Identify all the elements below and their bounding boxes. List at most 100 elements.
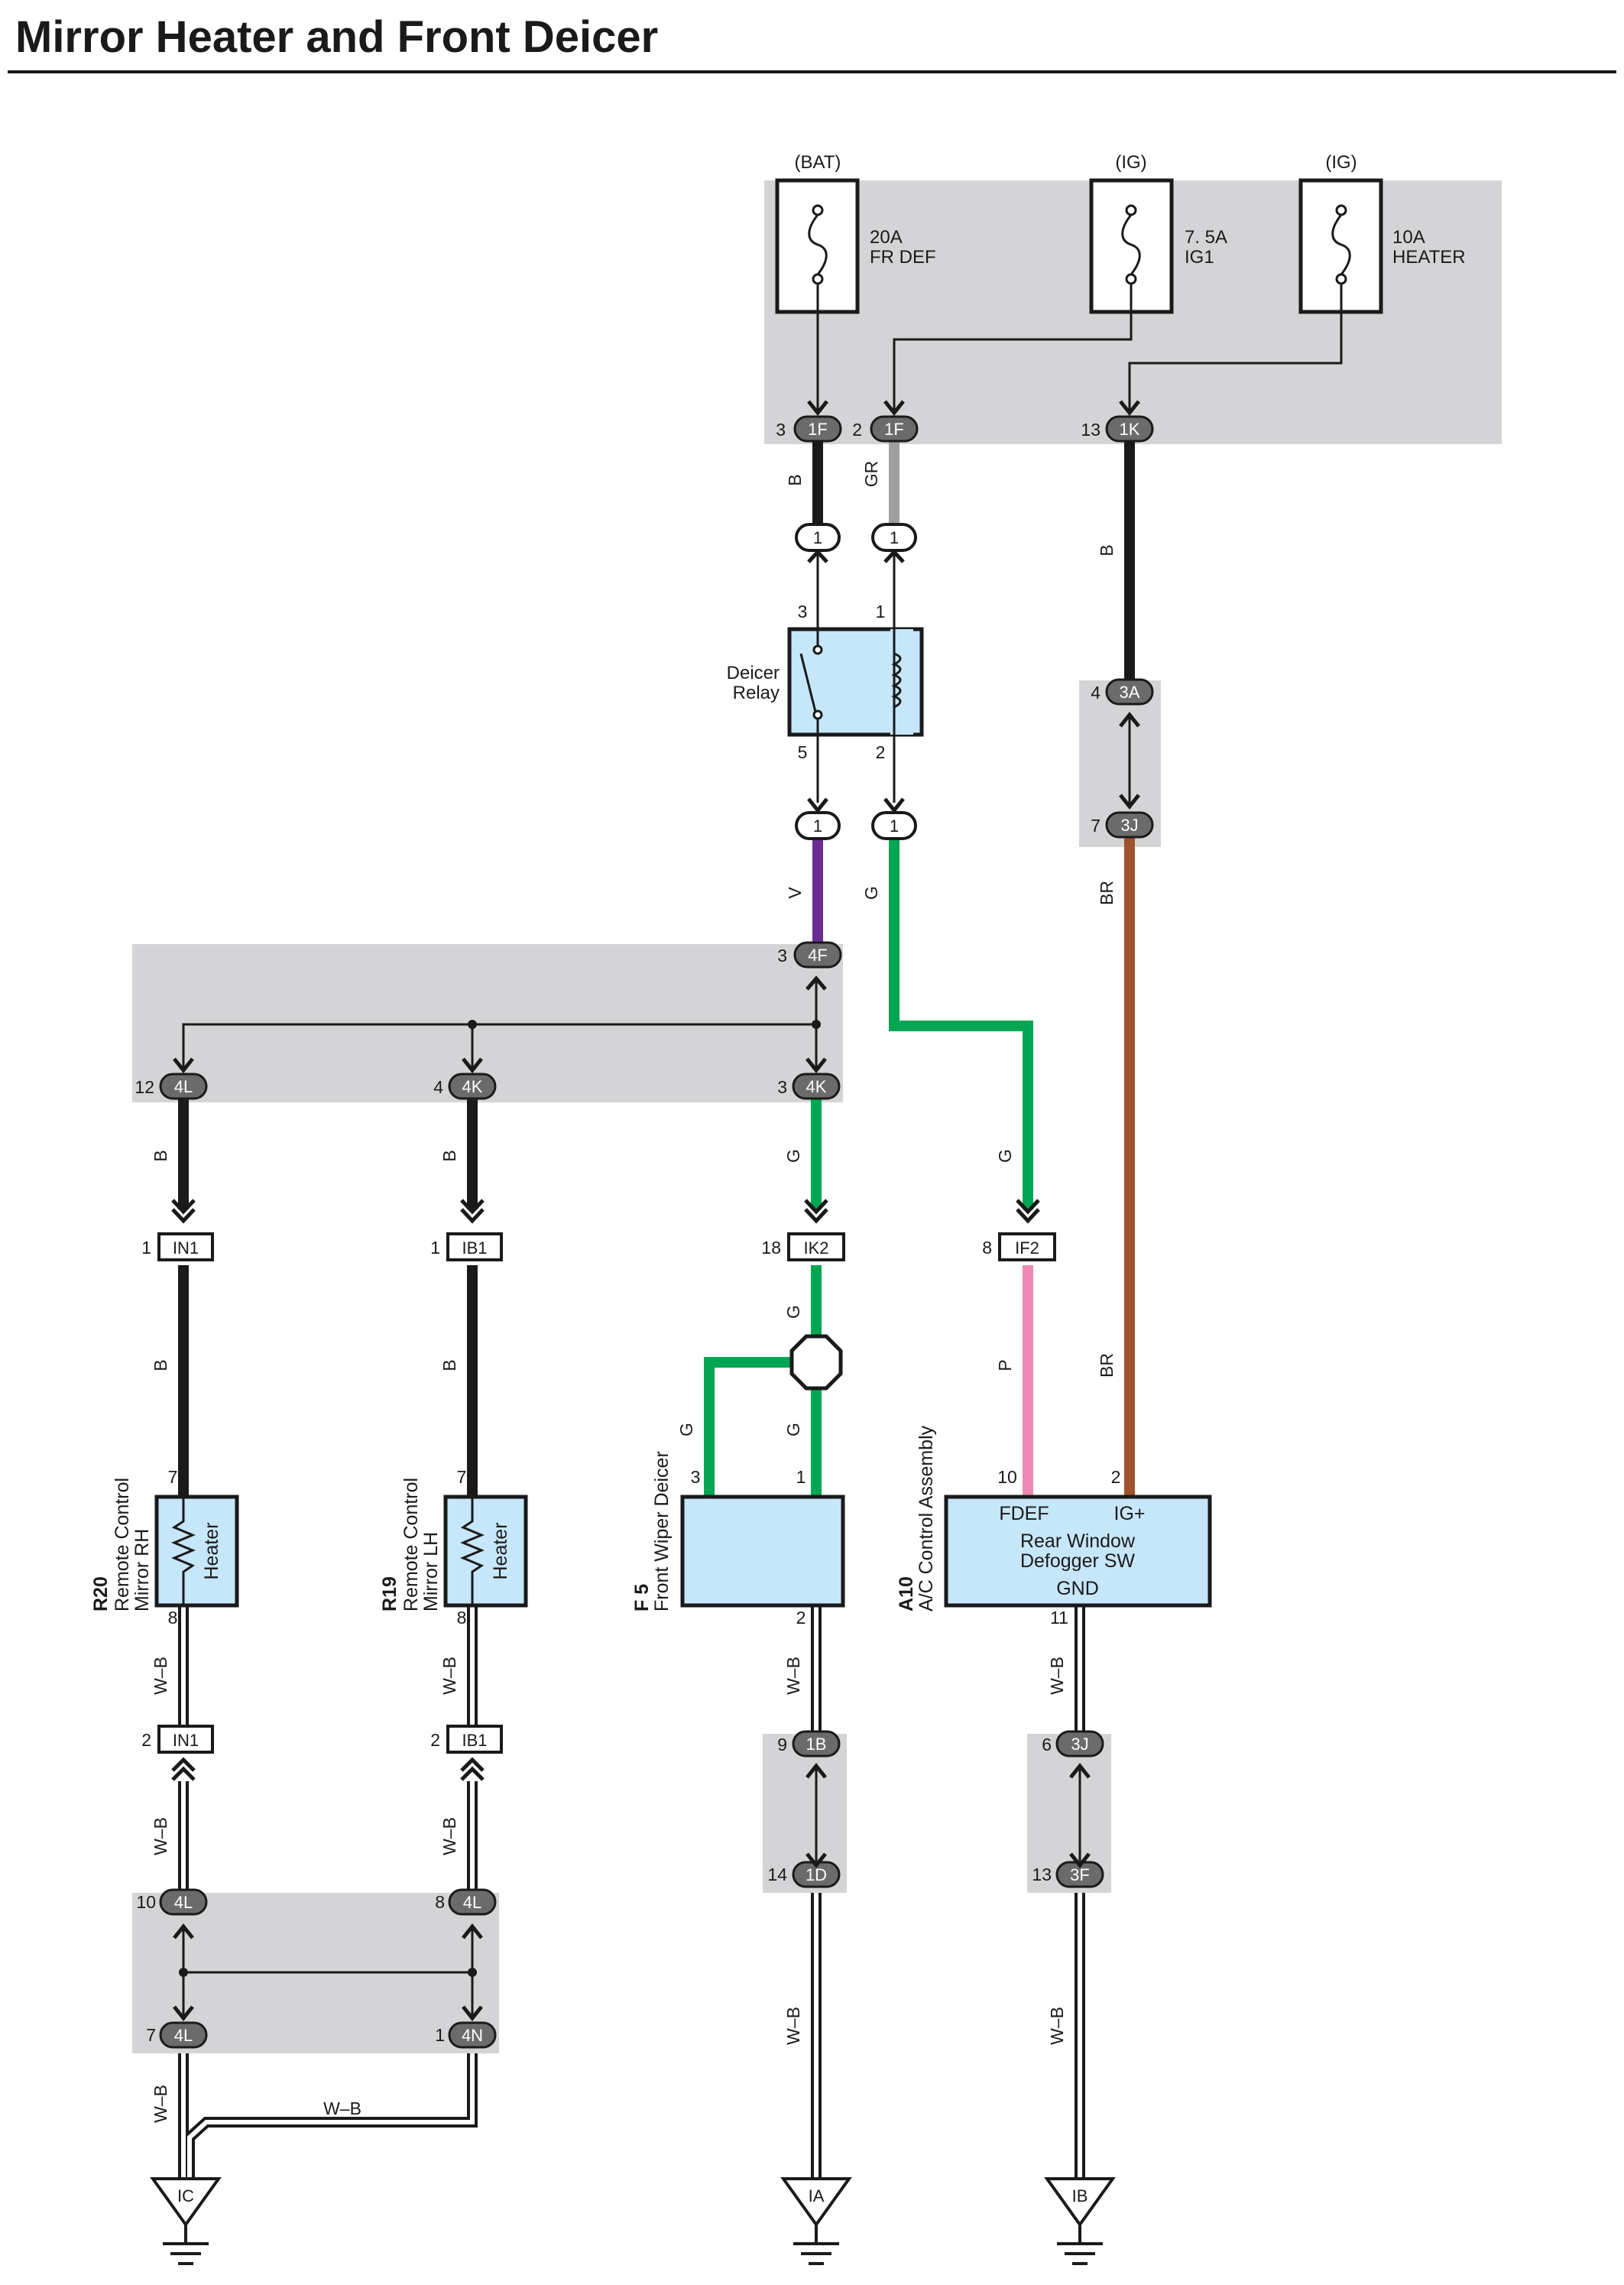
heater-resistor-icon — [171, 1497, 196, 1605]
svg-text:10: 10 — [997, 1467, 1017, 1487]
svg-text:7: 7 — [168, 1467, 178, 1487]
fuse-rating: 10A — [1392, 227, 1425, 248]
svg-text:3A: 3A — [1120, 683, 1140, 702]
fuse-ig1: (IG) 7. 5A IG1 — [1089, 152, 1227, 314]
svg-text:1F: 1F — [808, 420, 828, 439]
svg-text:2: 2 — [141, 1730, 151, 1750]
svg-text:4F: 4F — [808, 946, 828, 965]
svg-text:4L: 4L — [174, 1893, 193, 1912]
svg-text:V: V — [785, 887, 805, 899]
svg-text:GR: GR — [861, 461, 881, 488]
fuse-name: FR DEF — [870, 247, 936, 268]
svg-text:3: 3 — [691, 1467, 701, 1487]
svg-text:IB: IB — [1072, 2186, 1088, 2205]
svg-text:4: 4 — [433, 1077, 443, 1097]
ground-ib: IB — [1044, 2177, 1116, 2265]
fuse-icon — [808, 214, 828, 275]
svg-text:FDEF: FDEF — [999, 1503, 1049, 1524]
svg-text:B: B — [785, 474, 805, 485]
svg-text:4K: 4K — [806, 1077, 827, 1096]
svg-text:4N: 4N — [462, 2026, 483, 2045]
svg-text:W–B: W–B — [151, 1817, 170, 1855]
ground-ic: IC — [150, 2177, 222, 2265]
svg-text:4L: 4L — [174, 1077, 193, 1096]
splice-dot — [812, 1020, 821, 1029]
svg-text:W–B: W–B — [439, 1657, 459, 1695]
svg-text:10: 10 — [136, 1892, 156, 1912]
svg-text:8: 8 — [982, 1238, 992, 1258]
svg-text:IN1: IN1 — [173, 1731, 199, 1750]
svg-text:12: 12 — [135, 1077, 154, 1097]
svg-text:1F: 1F — [884, 420, 904, 439]
component-r19-mirror-lh: 7 Heater 8 R19 Remote Control Mirror LH — [379, 1467, 528, 1628]
svg-text:BR: BR — [1097, 881, 1117, 905]
svg-text:13: 13 — [1032, 1865, 1052, 1884]
svg-text:9: 9 — [777, 1735, 787, 1754]
splice-dot — [179, 1968, 188, 1977]
svg-text:2: 2 — [876, 742, 886, 762]
svg-text:G: G — [783, 1149, 803, 1163]
svg-text:IN1: IN1 — [173, 1238, 199, 1258]
svg-text:1: 1 — [141, 1238, 151, 1258]
ground-icon — [1044, 2177, 1116, 2228]
svg-text:7: 7 — [146, 2025, 156, 2045]
svg-text:3J: 3J — [1120, 816, 1138, 835]
svg-text:8: 8 — [457, 1608, 467, 1628]
svg-text:W–B: W–B — [323, 2098, 361, 2118]
svg-text:1: 1 — [876, 602, 886, 622]
svg-text:1D: 1D — [806, 1865, 827, 1884]
svg-text:1: 1 — [430, 1238, 440, 1258]
ground-icon — [780, 2177, 852, 2228]
svg-text:7: 7 — [457, 1467, 467, 1487]
svg-text:4: 4 — [1091, 683, 1100, 703]
fuse-icon — [1121, 214, 1141, 275]
svg-text:11: 11 — [1050, 1608, 1068, 1628]
svg-text:G: G — [676, 1423, 696, 1436]
svg-text:W–B: W–B — [439, 1817, 459, 1855]
svg-text:R19: R19 — [379, 1576, 400, 1612]
svg-text:14: 14 — [767, 1865, 787, 1884]
wire-color-labels: B GR B V G BR B B G G B B G G G P BR W–B… — [151, 461, 1117, 2123]
relay-coil-icon — [891, 652, 902, 709]
svg-text:4K: 4K — [462, 1077, 483, 1096]
svg-text:B: B — [151, 1150, 170, 1161]
relay-side-connectors: 1 1 1 1 — [795, 523, 917, 840]
junction-connectors: 3 1F 2 1F 13 1K 4 3A 7 3J 3 4F 12 4L 4 4… — [135, 415, 1154, 2049]
svg-text:IB1: IB1 — [462, 1238, 487, 1258]
svg-text:W–B: W–B — [1047, 1657, 1067, 1695]
wb-wires — [178, 1605, 1085, 2179]
svg-text:1: 1 — [813, 816, 822, 836]
svg-text:IG+: IG+ — [1114, 1503, 1146, 1524]
svg-text:IK2: IK2 — [803, 1238, 828, 1258]
svg-text:8: 8 — [435, 1892, 445, 1912]
svg-text:5: 5 — [798, 742, 808, 762]
svg-text:Remote Control: Remote Control — [112, 1478, 133, 1612]
svg-text:2: 2 — [852, 420, 862, 440]
svg-text:3: 3 — [777, 946, 787, 966]
ground-icon — [150, 2177, 222, 2228]
svg-text:1B: 1B — [806, 1735, 827, 1754]
inline-connectors: 1 IN1 1 IB1 18 IK2 8 IF2 2 IN1 2 IB1 — [141, 1232, 1056, 1754]
svg-text:6: 6 — [1042, 1735, 1052, 1754]
component-f5-front-wiper-deicer: 3 1 2 F 5 Front Wiper Deicer — [631, 1451, 845, 1628]
fuse-rating: 20A — [870, 227, 903, 248]
svg-text:A10: A10 — [896, 1576, 917, 1612]
fuse-icon — [1331, 214, 1351, 275]
relay-switch-icon — [799, 653, 818, 716]
svg-text:B: B — [439, 1359, 459, 1371]
arrow-icons — [171, 400, 1140, 2022]
svg-text:3J: 3J — [1071, 1735, 1088, 1754]
svg-text:F 5: F 5 — [631, 1584, 653, 1612]
svg-text:Heater: Heater — [490, 1522, 511, 1579]
fuse-source-label: (BAT) — [795, 152, 841, 173]
svg-text:4L: 4L — [463, 1893, 481, 1912]
svg-text:IF2: IF2 — [1015, 1238, 1039, 1258]
svg-text:3: 3 — [776, 420, 786, 440]
svg-text:B: B — [1097, 544, 1117, 556]
svg-text:GND: GND — [1056, 1578, 1099, 1599]
svg-text:13: 13 — [1081, 420, 1100, 440]
svg-text:G: G — [861, 886, 881, 900]
heater-resistor-icon — [460, 1497, 485, 1605]
fuse-source-label: (IG) — [1115, 152, 1146, 173]
